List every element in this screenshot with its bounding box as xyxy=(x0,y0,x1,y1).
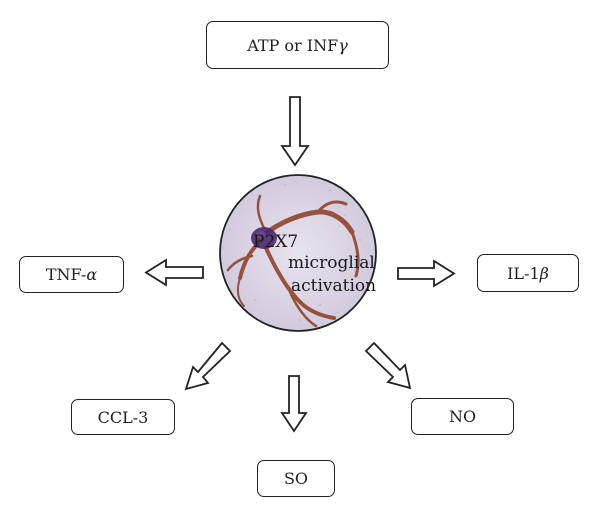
box-atp-infg-label: ATP or INF xyxy=(247,35,339,55)
arrow-right xyxy=(397,259,456,288)
box-tnf-alpha-greek: α xyxy=(86,265,98,284)
box-no: NO xyxy=(411,398,514,435)
arrow-down-top xyxy=(280,96,310,167)
box-tnf-alpha: TNF-α xyxy=(19,256,124,293)
center-label-line-3: activation xyxy=(291,276,377,296)
box-il1-beta-label: IL-1 xyxy=(507,263,540,283)
box-ccl3: CCL-3 xyxy=(71,399,175,435)
box-no-label: NO xyxy=(448,407,477,426)
box-il1-beta-greek: β xyxy=(539,263,549,283)
box-tnf-alpha-label: TNF- xyxy=(45,265,87,284)
box-atp-infg-greek: γ xyxy=(338,35,348,55)
box-ccl3-label: CCL-3 xyxy=(97,407,149,427)
center-label-line-2: microglial xyxy=(288,253,375,273)
center-label-line-1: P2X7 xyxy=(253,232,299,252)
arrow-down-bottom xyxy=(280,375,308,433)
box-so-label: SO xyxy=(283,469,309,488)
box-so: SO xyxy=(257,460,335,497)
arrow-down-right xyxy=(364,341,412,390)
arrow-left xyxy=(144,258,204,287)
arrow-down-left xyxy=(184,341,232,391)
